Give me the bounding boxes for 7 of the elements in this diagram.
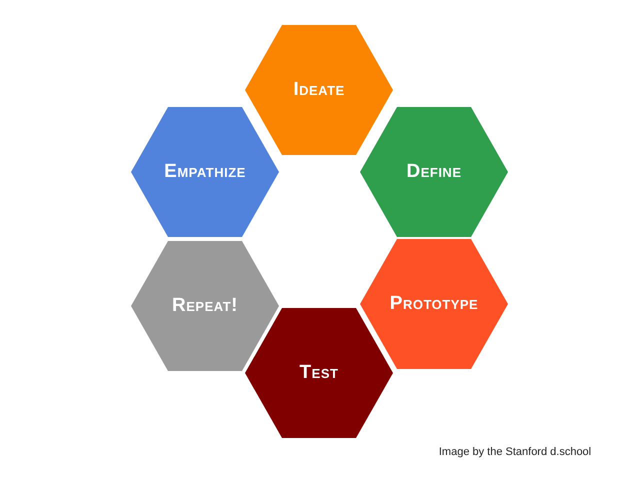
caption: Image by the Stanford d.school	[438, 446, 592, 458]
hexagon-label: Prototype	[388, 293, 480, 315]
hexagon-label: Empathize	[163, 161, 247, 183]
hexagon-label: Define	[405, 161, 462, 183]
hexagon-label: Test	[298, 362, 340, 384]
hexagon-label: Ideate	[292, 79, 346, 101]
hexagon-label: Repeat!	[171, 295, 239, 317]
